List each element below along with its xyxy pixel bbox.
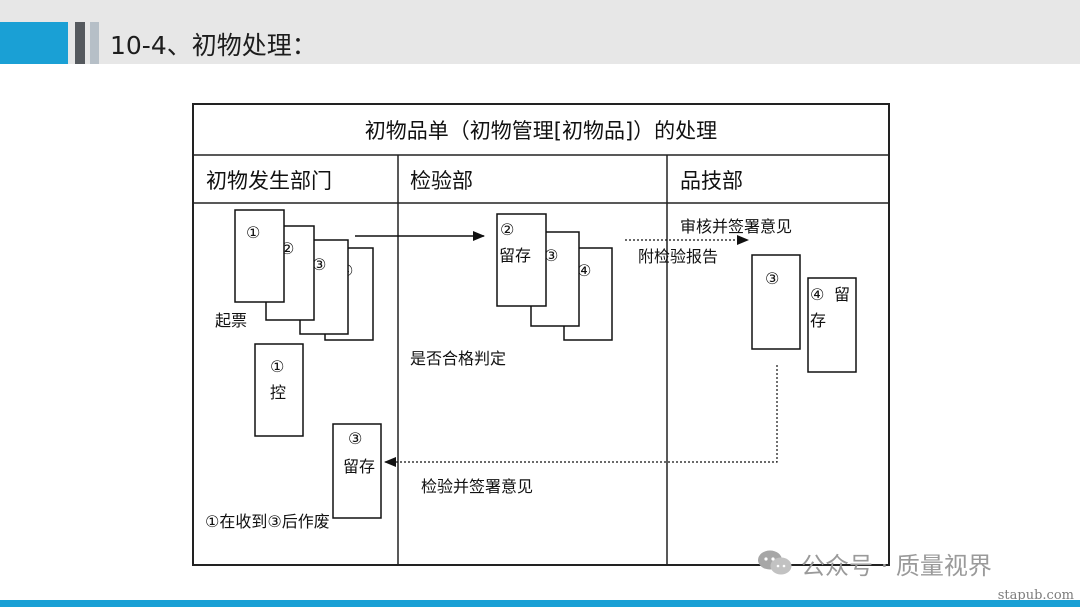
column-header-inspection: 检验部	[410, 169, 473, 193]
document-sheet	[254, 343, 304, 437]
document-sheet	[234, 209, 285, 303]
circle-number: ④	[810, 285, 824, 304]
label-review-sign: 审核并签署意见	[680, 217, 792, 236]
document-sheet	[332, 423, 382, 519]
circle-number: ②	[500, 220, 514, 239]
circle-number: ①	[246, 223, 260, 242]
doc-text-keep-1: 留	[834, 285, 850, 304]
circle-number: ③	[348, 429, 362, 448]
table-title: 初物品单（初物管理[初物品]）的处理	[365, 119, 717, 143]
site-url: stapub.com	[997, 588, 1074, 603]
flow-arrow-return	[384, 365, 778, 467]
header-bar: 10-4、初物处理：	[0, 0, 1080, 64]
circle-number: ③	[544, 246, 558, 265]
accent-stripe-light	[90, 22, 99, 64]
circle-number: ④	[577, 261, 591, 280]
label-attach-report: 附检验报告	[638, 247, 718, 266]
document-sheet	[751, 254, 801, 350]
column-header-quality: 品技部	[680, 169, 743, 193]
column-header-origin: 初物发生部门	[206, 169, 332, 193]
label-inspect-sign: 检验并签署意见	[421, 477, 533, 496]
watermark: 公众号 · 质量视界	[757, 546, 992, 583]
document-sheet	[807, 277, 857, 373]
doc-text-keep: 留存	[499, 246, 531, 265]
doc-text-control: 控	[270, 383, 286, 402]
doc-text-keep-2: 存	[810, 311, 826, 330]
label-qipiao: 起票	[215, 311, 247, 330]
document-sheet	[496, 213, 547, 307]
accent-stripe-dark	[75, 22, 85, 64]
doc-text-keep: 留存	[343, 457, 375, 476]
page-title: 10-4、初物处理：	[110, 31, 317, 60]
accent-block	[0, 22, 68, 64]
circle-number: ③	[312, 255, 326, 274]
wechat-icon	[757, 549, 793, 583]
label-void-note: ①在收到③后作废	[205, 512, 330, 531]
circle-number: ①	[270, 357, 284, 376]
footer-bar	[0, 600, 1080, 607]
label-judge: 是否合格判定	[410, 349, 506, 368]
circle-number: ③	[765, 269, 779, 288]
watermark-text: 公众号 · 质量视界	[801, 552, 992, 580]
